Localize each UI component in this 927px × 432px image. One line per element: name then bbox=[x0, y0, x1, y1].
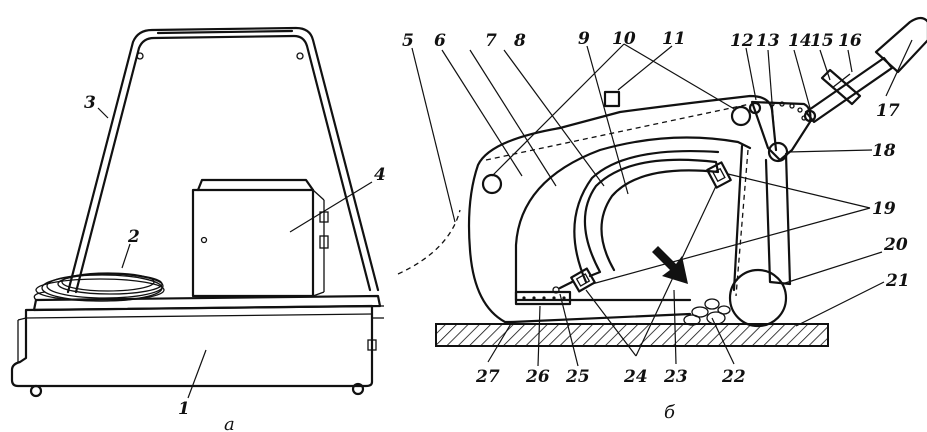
cable-coil bbox=[33, 272, 165, 302]
ground-hatched bbox=[435, 323, 829, 347]
pivot-left bbox=[481, 173, 503, 195]
label-21: 21 bbox=[885, 271, 910, 291]
label-20: 20 bbox=[883, 235, 908, 255]
label-1: 1 bbox=[178, 399, 190, 419]
housing-right-wall bbox=[732, 144, 744, 292]
handle-grip bbox=[874, 16, 927, 74]
label-12: 12 bbox=[730, 31, 754, 51]
motion-arrow bbox=[652, 246, 688, 284]
frame-bolt-left bbox=[136, 52, 144, 60]
frame-handle bbox=[66, 26, 380, 294]
bottom-plate bbox=[514, 290, 572, 306]
control-box bbox=[191, 178, 329, 298]
label-10: 10 bbox=[612, 29, 636, 49]
label-18: 18 bbox=[872, 141, 896, 161]
rotor-arc bbox=[583, 158, 720, 278]
label-8: 8 bbox=[513, 31, 526, 51]
frame-handle-inner bbox=[74, 34, 372, 294]
label-6: 6 bbox=[434, 31, 446, 51]
label-11: 11 bbox=[662, 29, 686, 49]
wheel-right bbox=[351, 382, 365, 396]
label-19: 19 bbox=[872, 199, 896, 219]
handle-mount bbox=[603, 90, 621, 108]
label-17: 17 bbox=[876, 101, 900, 121]
housing-inner bbox=[514, 136, 752, 302]
trajectory-dashed bbox=[397, 209, 461, 275]
arm-pivot-18 bbox=[767, 141, 789, 163]
wheel-left bbox=[29, 384, 43, 398]
label-26: 26 bbox=[525, 367, 550, 387]
caption-b: б bbox=[664, 402, 676, 423]
label-14: 14 bbox=[788, 31, 812, 51]
label-15: 15 bbox=[810, 31, 834, 51]
label-23: 23 bbox=[663, 367, 688, 387]
label-24: 24 bbox=[623, 367, 648, 387]
pivot-right bbox=[730, 105, 752, 127]
label-27: 27 bbox=[475, 367, 500, 387]
roller bbox=[728, 268, 788, 328]
label-2: 2 bbox=[127, 227, 140, 247]
blade-upper bbox=[706, 161, 732, 189]
label-3: 3 bbox=[84, 93, 96, 113]
frame-top-bar bbox=[156, 29, 294, 35]
label-5: 5 bbox=[402, 31, 414, 51]
label-13: 13 bbox=[756, 31, 780, 51]
figure-b-machine bbox=[397, 16, 927, 367]
label-4: 4 bbox=[374, 165, 386, 185]
figure-a-machine bbox=[10, 26, 384, 399]
label-9: 9 bbox=[578, 29, 590, 49]
housing-outer bbox=[467, 94, 778, 324]
label-7: 7 bbox=[485, 31, 497, 51]
base-body bbox=[10, 304, 374, 388]
label-25: 25 bbox=[565, 367, 590, 387]
caption-a: а bbox=[224, 414, 235, 432]
roller-arm bbox=[764, 152, 792, 286]
blade-lower bbox=[570, 267, 596, 293]
label-16: 16 bbox=[838, 31, 862, 51]
frame-bolt-right bbox=[296, 52, 304, 60]
label-22: 22 bbox=[721, 367, 746, 387]
